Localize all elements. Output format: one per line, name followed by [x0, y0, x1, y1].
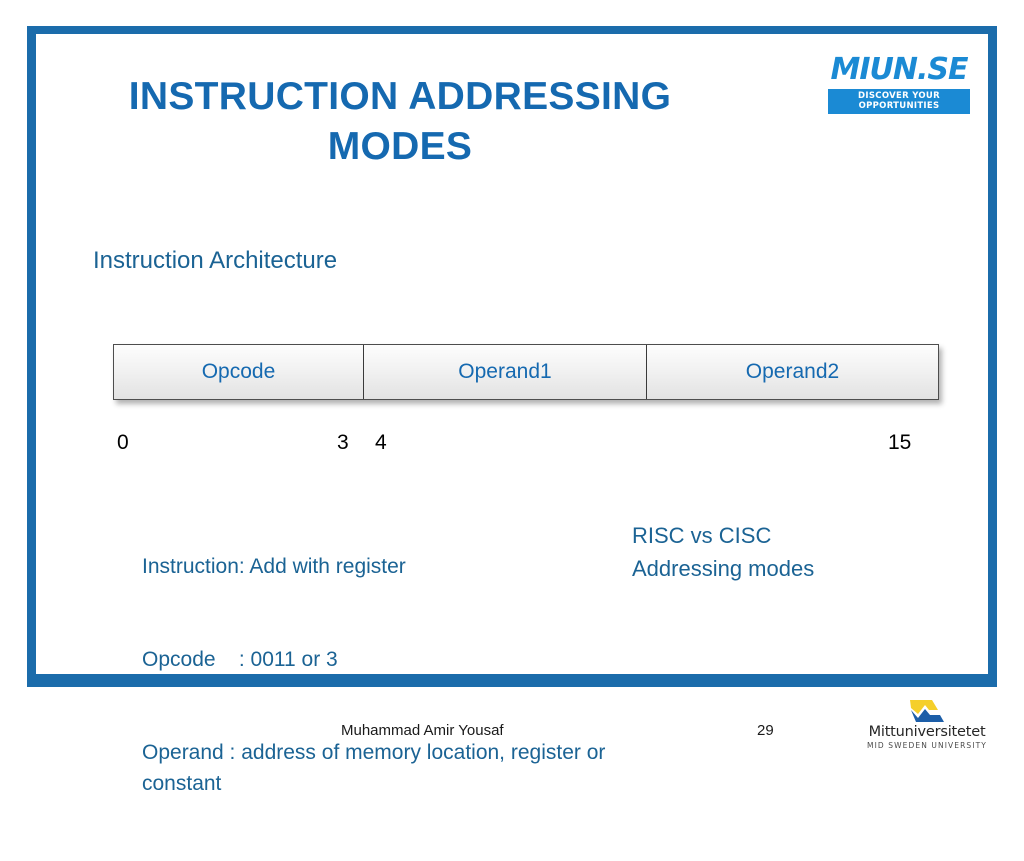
miun-tagline-bar: DISCOVER YOUR OPPORTUNITIES	[828, 89, 970, 114]
field-cell-operand1: Operand1	[363, 345, 646, 399]
miun-wordmark-text: MIUN.SE	[830, 52, 969, 87]
university-tagline: MID SWEDEN UNIVERSITY	[867, 741, 987, 750]
section-subtitle: Instruction Architecture	[93, 247, 338, 274]
slide-title: INSTRUCTION ADDRESSING MODES	[128, 75, 672, 168]
miun-brand-logo: MIUN.SE DISCOVER YOUR OPPORTUNITIES	[828, 52, 970, 114]
bit-index-operand-start: 4	[375, 431, 387, 454]
detail-instruction-line: Instruction: Add with register	[142, 555, 406, 578]
bit-index-opcode-end: 3	[337, 431, 349, 454]
slide-frame-bottom	[27, 674, 997, 687]
topic-addressing-modes: Addressing modes	[632, 556, 815, 581]
instruction-format-diagram: Opcode Operand1 Operand2	[113, 344, 939, 400]
slide-canvas: INSTRUCTION ADDRESSING MODES MIUN.SE DIS…	[27, 26, 997, 795]
topics-block: RISC vs CISC Addressing modes	[632, 519, 922, 585]
slide-frame-left	[27, 26, 36, 687]
detail-opcode-line: Opcode : 0011 or 3	[142, 648, 338, 671]
field-cell-operand2: Operand2	[646, 345, 938, 399]
slide-frame-top	[27, 26, 997, 34]
footer-author-name: Muhammad Amir Yousaf	[341, 722, 504, 739]
instruction-detail-block: Instruction: Add with register Opcode : …	[142, 489, 612, 861]
field-cell-opcode: Opcode	[114, 345, 363, 399]
topic-risc-vs-cisc: RISC vs CISC	[632, 523, 772, 548]
bit-index-operand-end: 15	[888, 431, 912, 454]
bit-index-opcode-start: 0	[117, 431, 129, 454]
mittuniversitetet-mark-icon	[910, 700, 944, 722]
mittuniversitetet-logo: Mittuniversitetet MID SWEDEN UNIVERSITY	[866, 698, 988, 754]
slide-frame-right	[988, 26, 997, 687]
footer-page-number: 29	[757, 722, 774, 739]
detail-operand-line: Operand : address of memory location, re…	[142, 741, 606, 795]
university-name: Mittuniversitetet	[868, 724, 986, 740]
